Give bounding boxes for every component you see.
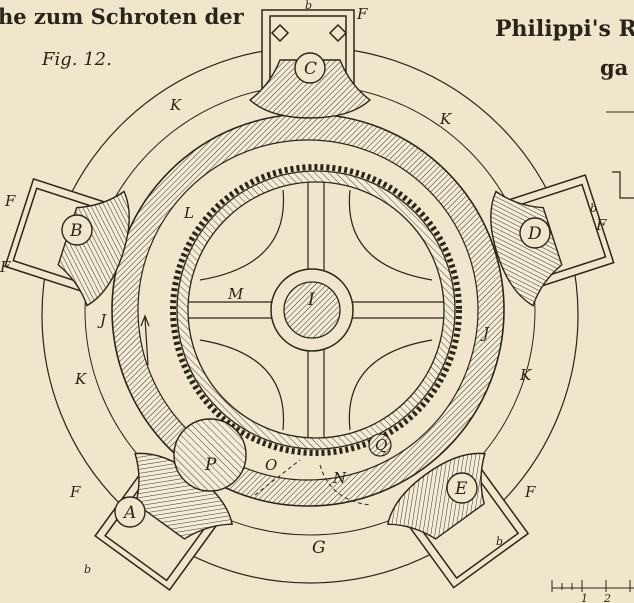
label-b-top: b bbox=[305, 0, 312, 12]
scale-bar bbox=[551, 580, 634, 592]
header-left-title: he zum Schroten der bbox=[0, 4, 244, 29]
label-o: O bbox=[265, 456, 277, 474]
label-f-bottomright: F bbox=[524, 483, 536, 501]
lug-top bbox=[248, 59, 372, 119]
label-f-left2: F bbox=[0, 258, 11, 276]
label-e: E bbox=[454, 479, 468, 499]
label-n: N bbox=[332, 469, 347, 487]
label-b: B bbox=[69, 221, 83, 241]
margin-hook bbox=[612, 171, 634, 199]
pulley-a bbox=[114, 496, 146, 528]
label-q: Q bbox=[375, 436, 387, 454]
scale-tick-2: 2 bbox=[603, 592, 611, 603]
label-b-right: b bbox=[590, 202, 597, 215]
figure-label: Fig. 12. bbox=[42, 49, 112, 70]
label-d: D bbox=[527, 224, 542, 244]
label-l: L bbox=[183, 204, 194, 222]
label-b-bottomright: b bbox=[496, 535, 503, 548]
label-a: A bbox=[122, 503, 136, 523]
label-k-topright: K bbox=[439, 110, 452, 128]
label-j-left: J bbox=[97, 311, 107, 329]
label-k-topleft: K bbox=[169, 96, 182, 114]
label-f-top: F bbox=[356, 5, 368, 23]
lug-right bbox=[490, 190, 563, 307]
label-p: P bbox=[204, 455, 217, 475]
label-b-bottomleft: b bbox=[84, 563, 91, 576]
label-f-right: F bbox=[595, 216, 607, 234]
label-f-left: F bbox=[4, 192, 16, 210]
label-m: M bbox=[227, 285, 244, 303]
label-c: C bbox=[304, 59, 317, 79]
label-k-right: K bbox=[519, 366, 532, 384]
label-i: I bbox=[307, 290, 315, 310]
roller-q bbox=[368, 433, 392, 457]
label-j-right: J bbox=[480, 324, 490, 342]
rotation-arrow bbox=[144, 317, 149, 366]
pulley-d bbox=[519, 217, 551, 249]
pulley-e bbox=[446, 472, 478, 504]
header-right-title: Philippi's R bbox=[495, 16, 634, 42]
pulley-c bbox=[294, 52, 326, 84]
pulley-b bbox=[61, 214, 93, 246]
label-f-bottomleft: F bbox=[69, 483, 81, 501]
scale-tick-1: 1 bbox=[581, 592, 588, 603]
label-g: G bbox=[312, 538, 326, 558]
hub-shaft bbox=[283, 281, 341, 339]
label-k-left: K bbox=[74, 370, 87, 388]
roller-p bbox=[173, 418, 247, 492]
dashed-arc-o bbox=[254, 459, 301, 496]
header-right-subtitle: ga bbox=[600, 55, 629, 80]
